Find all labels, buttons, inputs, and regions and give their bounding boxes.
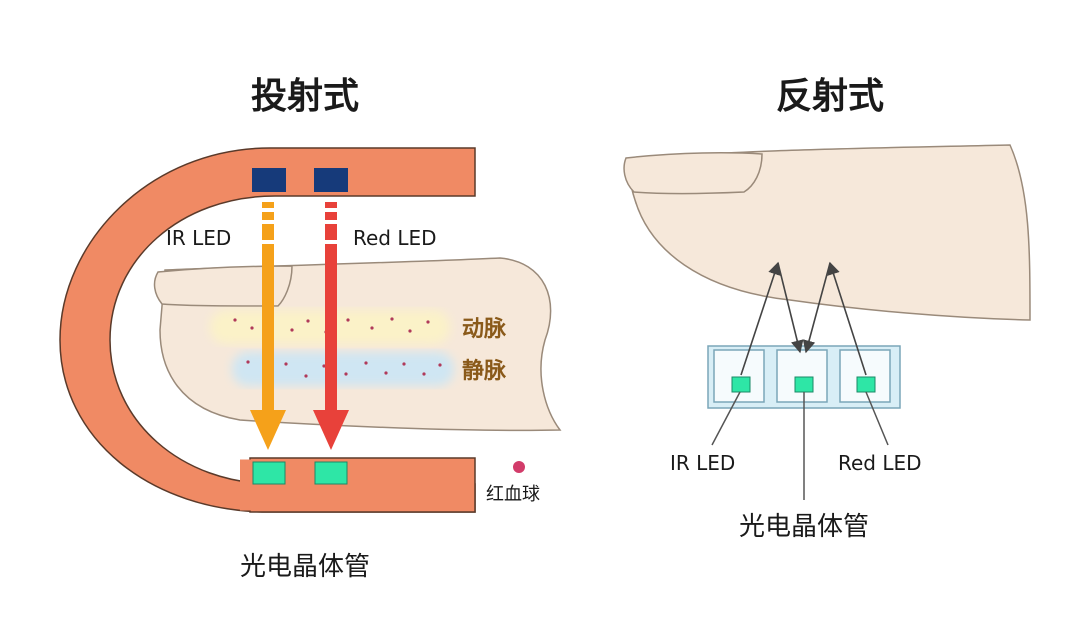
red-light-arrow	[313, 202, 349, 450]
right-label-leaders	[711, 391, 889, 500]
vein-label: 静脉	[462, 358, 507, 384]
right-ir-led	[731, 376, 751, 393]
right-photo-sensor	[794, 376, 814, 393]
right-title: 反射式	[776, 76, 884, 117]
rbc-legend-dot	[513, 461, 525, 473]
ir-led-emitter	[252, 168, 286, 192]
right-ir-led-label: IR LED	[670, 451, 735, 475]
left-photo-sensor-2	[314, 461, 348, 485]
left-red-led-label: Red LED	[353, 226, 437, 250]
left-photo-label: 光电晶体管	[240, 552, 370, 582]
right-red-led	[856, 376, 876, 393]
right-finger-nail	[623, 152, 763, 195]
left-ir-led-label: IR LED	[166, 226, 231, 250]
left-finger-nail	[153, 265, 293, 307]
red-led-emitter	[314, 168, 348, 192]
left-title: 投射式	[251, 76, 359, 117]
rbc-label: 红血球	[486, 484, 540, 505]
right-photo-label: 光电晶体管	[739, 512, 869, 542]
ir-light-arrow	[250, 202, 286, 450]
vein-band	[232, 352, 454, 386]
reflection-rays	[740, 261, 867, 376]
right-red-led-label: Red LED	[838, 451, 922, 475]
artery-label: 动脉	[462, 317, 507, 342]
left-photo-sensor-1	[252, 461, 286, 485]
